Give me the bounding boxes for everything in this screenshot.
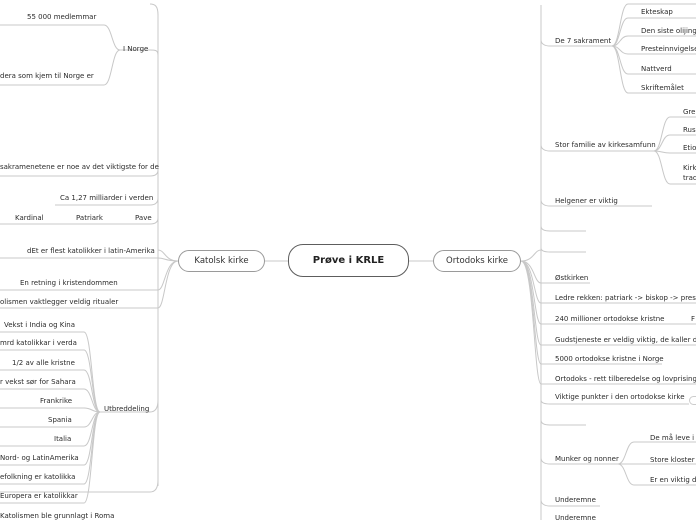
familie-child-etio[interactable]: Etio bbox=[683, 144, 696, 152]
munker-child-3[interactable]: Er en viktig de bbox=[650, 476, 696, 484]
sakrament-skriftemalet[interactable]: Skriftemålet bbox=[641, 84, 684, 92]
hierarchy-pave[interactable]: Pave bbox=[135, 214, 152, 222]
utbredelse-child-7[interactable]: Italia bbox=[54, 435, 72, 443]
left-item-ritualer[interactable]: olismen vaktlegger veldig ritualer bbox=[0, 298, 119, 306]
right-underemne-1[interactable]: Underemne bbox=[555, 496, 596, 504]
left-item-retning[interactable]: En retning i kristendommen bbox=[20, 279, 118, 287]
right-item-5000[interactable]: 5000 ortodokse kristne i Norge bbox=[555, 355, 664, 363]
left-item-sakramentene[interactable]: sakramenetene er noe av det viktigste fo… bbox=[0, 163, 159, 171]
munker-child-1[interactable]: De må leve i s bbox=[650, 434, 696, 442]
familie-child-rus[interactable]: Rus bbox=[683, 126, 696, 134]
left-item-milliarder[interactable]: Ca 1,27 milliarder i verden bbox=[60, 194, 154, 202]
subtopic-munker[interactable]: Munker og nonner bbox=[555, 455, 619, 463]
right-item-helgener[interactable]: Helgener er viktig bbox=[555, 197, 618, 205]
utbredelse-child-5[interactable]: Frankrike bbox=[40, 397, 73, 405]
right-item-side-letter[interactable]: F bbox=[691, 315, 696, 323]
familie-child-kirk[interactable]: Kirk bbox=[683, 164, 696, 172]
familie-child-trad[interactable]: trad bbox=[683, 174, 696, 182]
topic-katolsk-kirke[interactable]: Katolsk kirke bbox=[178, 250, 265, 272]
munker-child-2[interactable]: Store kloster bbox=[650, 456, 695, 464]
central-topic[interactable]: Prøve i KRLE bbox=[288, 244, 409, 277]
left-item-latin-amerika[interactable]: dEt er flest katolikker i latin-Amerika bbox=[27, 247, 155, 255]
norge-child-dera[interactable]: dera som kjem til Norge er bbox=[0, 72, 94, 80]
subtopic-sakrament[interactable]: De 7 sakrament bbox=[555, 37, 612, 45]
left-item-roma[interactable]: Katolismen ble grunnlagt i Roma bbox=[0, 512, 115, 520]
right-item-gudstjeneste[interactable]: Gudstjeneste er veldig viktig, de kaller… bbox=[555, 336, 696, 344]
sakrament-olijing[interactable]: Den siste olijing bbox=[641, 27, 696, 35]
right-item-viktige-punkter[interactable]: Viktige punkter i den ortodokse kirke bbox=[555, 393, 685, 401]
norge-child-medlemmar[interactable]: 55 000 medlemmar bbox=[27, 13, 97, 21]
sakrament-presteinnvigelse[interactable]: Presteinnvigelse bbox=[641, 45, 696, 53]
utbredelse-child-6[interactable]: Spania bbox=[48, 416, 72, 424]
topic-ortodoks-kirke[interactable]: Ortodoks kirke bbox=[433, 250, 521, 272]
right-item-240-millioner[interactable]: 240 millioner ortodokse kristne bbox=[555, 315, 665, 323]
subtopic-utbreddeling[interactable]: Utbreddeling bbox=[104, 405, 150, 413]
right-item-ostkirken[interactable]: Østkirken bbox=[555, 274, 589, 282]
utbredelse-child-2[interactable]: mrd katolikkar i verda bbox=[0, 339, 77, 347]
utbredelse-child-9[interactable]: efolkning er katolikka bbox=[0, 473, 76, 481]
right-underemne-2[interactable]: Underemne bbox=[555, 514, 596, 522]
familie-child-gre[interactable]: Gre bbox=[683, 108, 696, 116]
utbredelse-child-1[interactable]: Vekst i India og Kina bbox=[4, 321, 76, 329]
hierarchy-patriark[interactable]: Patriark bbox=[76, 214, 103, 222]
utbredelse-child-10[interactable]: Europera er katolikkar bbox=[0, 492, 78, 500]
subtopic-i-norge[interactable]: I Norge bbox=[123, 45, 149, 53]
hierarchy-kardinal[interactable]: Kardinal bbox=[15, 214, 44, 222]
utbredelse-child-4[interactable]: r vekst sør for Sahara bbox=[0, 378, 76, 386]
collapse-toggle[interactable] bbox=[689, 396, 696, 405]
right-item-ledre-rekken[interactable]: Ledre rekken: patriark -> biskop -> pres… bbox=[555, 294, 696, 302]
sakrament-ekteskap[interactable]: Ekteskap bbox=[641, 8, 673, 16]
subtopic-familie[interactable]: Stor familie av kirkesamfunn bbox=[555, 141, 656, 149]
utbredelse-child-8[interactable]: Nord- og LatinAmerika bbox=[0, 454, 79, 462]
utbredelse-child-3[interactable]: 1/2 av alle kristne bbox=[12, 359, 75, 367]
sakrament-nattverd[interactable]: Nattverd bbox=[641, 65, 672, 73]
right-item-ortodoks-rett[interactable]: Ortodoks - rett tilberedelse og lovprisi… bbox=[555, 375, 696, 383]
